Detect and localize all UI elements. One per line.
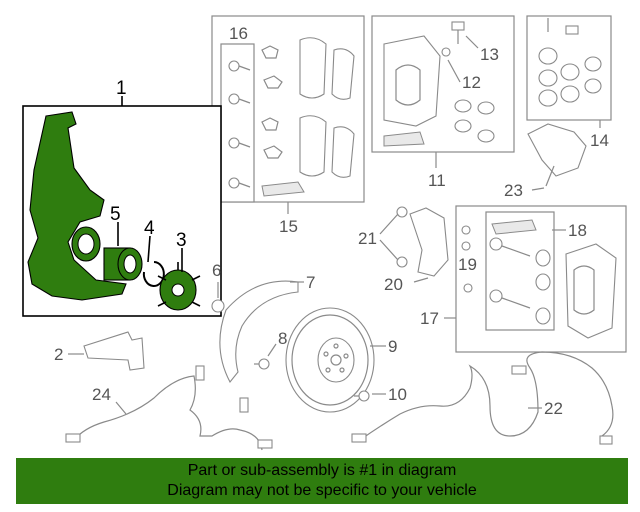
bleeder-screw — [441, 21, 465, 57]
callout-19[interactable]: 19 — [458, 255, 477, 274]
callout-8[interactable]: 8 — [278, 329, 287, 348]
callout-6[interactable]: 6 — [212, 261, 221, 280]
callout-12[interactable]: 12 — [462, 73, 481, 92]
abs-sensor-wire-front — [73, 375, 263, 451]
callout-10[interactable]: 10 — [388, 385, 407, 404]
splash-shield — [219, 280, 299, 383]
callout-18[interactable]: 18 — [568, 221, 587, 240]
banner-line-1: Part or sub-assembly is #1 in diagram — [187, 462, 457, 479]
callout-20[interactable]: 20 — [384, 275, 403, 294]
wheel-bearing — [103, 247, 143, 281]
callout-7[interactable]: 7 — [306, 273, 315, 292]
guide-pins — [489, 237, 551, 325]
callout-5[interactable]: 5 — [110, 204, 121, 225]
pad-hardware-subbox — [220, 43, 255, 203]
pad-bolts — [228, 60, 251, 189]
heat-shield — [83, 331, 145, 371]
callout-15[interactable]: 15 — [279, 217, 298, 236]
abs-sensor-wire-rear — [359, 351, 614, 441]
info-banner: Part or sub-assembly is #1 in diagram Di… — [16, 458, 628, 504]
callout-1[interactable]: 1 — [116, 78, 127, 99]
caliper-bolts-19 — [461, 225, 473, 293]
brake-rotor — [285, 307, 375, 413]
wear-sensor-plate — [261, 181, 305, 197]
caliper-seals — [454, 99, 495, 143]
caliper-housing — [383, 35, 441, 127]
caliper-bracket-23 — [527, 123, 587, 177]
callout-23[interactable]: 23 — [504, 181, 523, 200]
callout-11[interactable]: 11 — [428, 171, 446, 190]
callout-22[interactable]: 22 — [544, 399, 563, 418]
wheel-hub — [157, 262, 201, 311]
callout-17[interactable]: 17 — [420, 309, 439, 328]
banner-line-2: Diagram may not be specific to your vehi… — [167, 482, 477, 499]
steering-knuckle — [27, 111, 127, 301]
callout-14[interactable]: 14 — [590, 131, 609, 150]
hub-nut — [211, 299, 225, 313]
callout-24[interactable]: 24 — [92, 385, 111, 404]
callout-13[interactable]: 13 — [480, 45, 499, 64]
seal-rings — [538, 47, 602, 107]
callout-3[interactable]: 3 — [176, 230, 187, 251]
callout-16[interactable]: 16 — [229, 24, 248, 43]
rotor-screw — [358, 390, 370, 402]
shield-bolt — [258, 358, 270, 370]
snap-ring — [142, 261, 165, 287]
callout-21[interactable]: 21 — [358, 229, 377, 248]
caliper-bracket-20 — [409, 207, 449, 277]
callout-2[interactable]: 2 — [54, 345, 63, 364]
callout-9[interactable]: 9 — [388, 337, 397, 356]
brake-pads — [299, 37, 355, 178]
callout-4[interactable]: 4 — [144, 218, 155, 239]
pad-clips — [261, 45, 283, 159]
parts-diagram: 16 15 13 12 11 14 23 — [22, 15, 627, 451]
